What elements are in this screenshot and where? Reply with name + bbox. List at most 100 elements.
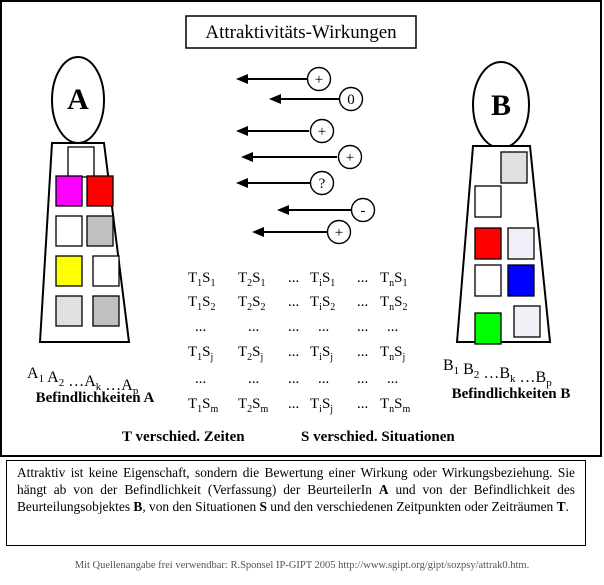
figure-b-squares — [474, 151, 541, 345]
matrix-dots: ... — [318, 371, 329, 387]
matrix-cell: T1S1 — [188, 270, 216, 289]
legend-t: T verschied. Zeiten — [122, 429, 245, 445]
matrix-cell: TnS1 — [380, 270, 408, 289]
arrow-symbol: - — [361, 203, 366, 219]
arrow-symbol-circle — [338, 86, 364, 112]
matrix-dots: ... — [248, 371, 259, 387]
label-base: …A — [101, 377, 133, 394]
arrow-symbol: + — [335, 225, 343, 241]
label-subscript: 1 — [39, 373, 45, 385]
arrow-symbol-circle — [337, 144, 363, 170]
label-subscript: k — [510, 373, 516, 385]
label-base: A — [27, 365, 39, 382]
explanation-bold: S — [259, 499, 267, 514]
arrow-symbol: ? — [319, 176, 326, 192]
matrix-dots: ... — [288, 270, 299, 286]
matrix-dots: ... — [387, 319, 398, 335]
figure-b: B B1 B2 …Bk …Bp Befindlichkeiten B — [443, 61, 571, 402]
explanation-box: Attraktiv ist keine Eigenschaft, sondern… — [6, 460, 586, 546]
matrix-dots: ... — [288, 344, 299, 360]
influence-arrow: + — [241, 144, 363, 170]
footer-note: Mit Quellenangabe frei verwendbar: R.Spo… — [74, 560, 530, 571]
matrix-dots: ... — [357, 344, 368, 360]
matrix-cell: T1S2 — [188, 294, 216, 313]
label-subscript: p — [546, 377, 552, 389]
title-box: Attraktivitäts-Wirkungen — [185, 15, 417, 49]
matrix-cell: TiS1 — [310, 270, 335, 289]
figure-a-label: A1 A2 …Ak …Ap — [27, 365, 139, 397]
matrix-dots: ... — [288, 371, 299, 387]
arrow-symbol-circle — [309, 170, 335, 196]
matrix-dots: ... — [387, 371, 398, 387]
arrow-symbol: + — [318, 124, 326, 140]
figure-b-square — [513, 305, 541, 338]
label-base: …B — [479, 365, 510, 382]
explanation-bold: B — [133, 499, 143, 514]
figure-a: A A1 A2 …Ak …Ap Befindlichkeiten A — [27, 56, 155, 406]
figure-b-square — [507, 264, 535, 297]
figure-b-square — [474, 185, 502, 218]
influence-arrow: 0 — [269, 86, 364, 112]
matrix-dots: ... — [288, 319, 299, 335]
figure-a-square — [55, 215, 83, 247]
explanation-segment: und den verschiedenen Zeitpunkten oder Z… — [266, 499, 557, 514]
arrow-symbol-circle — [309, 118, 335, 144]
figure-b-caption: Befindlichkeiten B — [452, 386, 571, 402]
figure-b-square — [474, 227, 502, 260]
arrow-symbol: + — [315, 72, 323, 88]
influence-arrow: + — [252, 219, 352, 245]
matrix-dots: ... — [357, 270, 368, 286]
figure-a-caption: Befindlichkeiten A — [36, 390, 155, 406]
label-subscript: 2 — [474, 369, 480, 381]
matrix-dots: ... — [357, 294, 368, 310]
figure-a-square — [55, 295, 83, 327]
diagram-title: Attraktivitäts-Wirkungen — [205, 22, 397, 43]
arrow-symbol-circle — [326, 219, 352, 245]
explanation-segment: und von der Befindlichkeit des Beurteilu… — [17, 482, 575, 514]
matrix-cell: T2S2 — [238, 294, 266, 313]
figure-b-letter: B — [491, 89, 511, 122]
label-subscript: p — [133, 385, 139, 397]
matrix-cell: T2S1 — [238, 270, 266, 289]
explanation-text: Attraktiv ist keine Eigenschaft, sondern… — [17, 465, 575, 514]
matrix-cell: TnSj — [380, 344, 405, 363]
explanation-segment: . — [565, 499, 569, 514]
label-subscript: 1 — [454, 365, 460, 377]
figure-a-square — [92, 255, 120, 287]
matrix-dots: ... — [288, 396, 299, 412]
figure-b-square — [500, 151, 528, 184]
figure-a-square — [55, 255, 83, 287]
figure-b-label: B1 B2 …Bk …Bp — [443, 357, 552, 389]
matrix-dots: ... — [288, 294, 299, 310]
figure-a-square — [55, 175, 83, 207]
matrix-cell: T1Sm — [188, 396, 219, 415]
diagram: Attraktivitäts-Wirkungen A A1 A2 …Ak …Ap… — [0, 0, 602, 457]
label-base: …A — [64, 373, 96, 390]
figure-b-square — [474, 264, 502, 297]
label-subscript: 2 — [59, 377, 65, 389]
influence-arrow: + — [236, 118, 335, 144]
influence-arrow: - — [277, 197, 376, 223]
figure-a-square — [86, 175, 114, 207]
matrix-dots: ... — [357, 396, 368, 412]
figure-b-square — [507, 227, 535, 260]
arrow-symbol: 0 — [347, 92, 355, 108]
arrow-symbol-circle — [350, 197, 376, 223]
figure-a-square — [92, 295, 120, 327]
label-base: A — [44, 369, 59, 386]
figure-a-squares — [55, 146, 120, 327]
matrix-cell: TiSj — [310, 396, 333, 415]
explanation-bold: A — [378, 482, 389, 497]
arrow-stack: +0 + +? - + — [236, 66, 376, 245]
figure-a-letter: A — [67, 83, 89, 116]
label-base: …B — [516, 369, 547, 386]
legend-s: S verschied. Situationen — [301, 429, 455, 445]
explanation-segment: , von den Situationen — [142, 499, 260, 514]
explanation-segment: Attraktiv ist keine Eigenschaft, sondern… — [17, 465, 575, 497]
figure-a-square — [67, 146, 95, 178]
label-subscript: k — [96, 381, 102, 393]
label-base: B — [443, 357, 454, 374]
label-base: B — [459, 361, 474, 378]
matrix-cell: T2Sj — [238, 344, 263, 363]
